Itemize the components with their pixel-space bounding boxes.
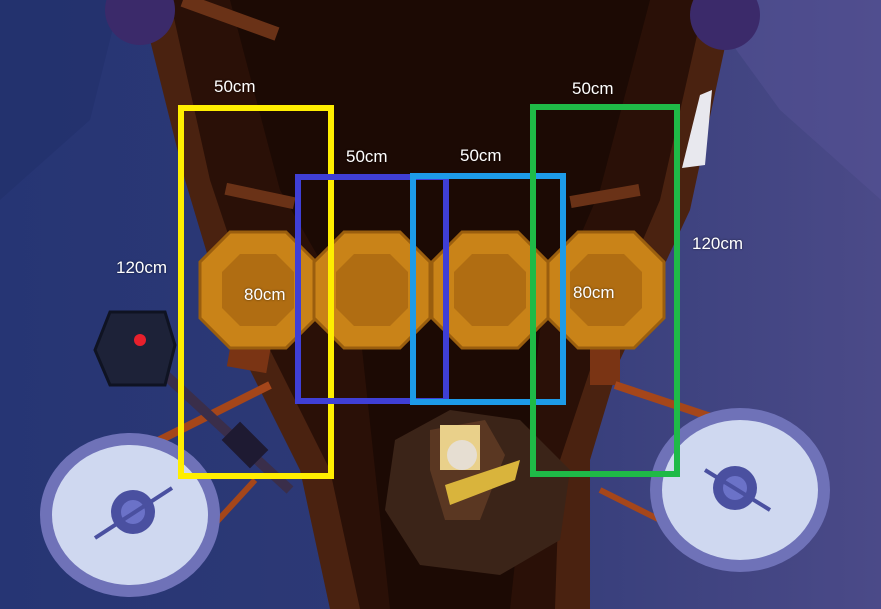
gold-shield: [198, 230, 318, 350]
gold-shield: [430, 230, 550, 350]
sail-flag: [682, 90, 712, 168]
zone-yellow-width-label: 50cm: [214, 77, 256, 96]
zone-green-width-label: 50cm: [572, 79, 614, 98]
viking-character: [385, 410, 570, 575]
zone-yellow-height-label: 120cm: [116, 258, 168, 277]
rim-shield: [690, 0, 760, 50]
round-shield-right: [650, 408, 830, 572]
zone-cyan-width-label: 50cm: [460, 146, 502, 165]
shield-right-label: 80cm: [573, 283, 615, 302]
gold-shields: [198, 230, 666, 350]
zone-blue-rect: [295, 174, 449, 404]
zone-yellow-rect: [178, 105, 334, 479]
rim-shield: [105, 0, 175, 45]
zone-green-height-label: 120cm: [692, 234, 744, 253]
gold-shield: [546, 230, 666, 350]
zone-blue-width-label: 50cm: [346, 147, 388, 166]
shield-left-label: 80cm: [244, 285, 286, 304]
sea-facet: [700, 0, 881, 200]
sea-facet: [0, 0, 120, 200]
gold-shield: [312, 230, 432, 350]
zone-cyan-rect: [410, 173, 566, 405]
round-shield-left: [40, 433, 220, 597]
zone-green-rect: [530, 104, 680, 477]
